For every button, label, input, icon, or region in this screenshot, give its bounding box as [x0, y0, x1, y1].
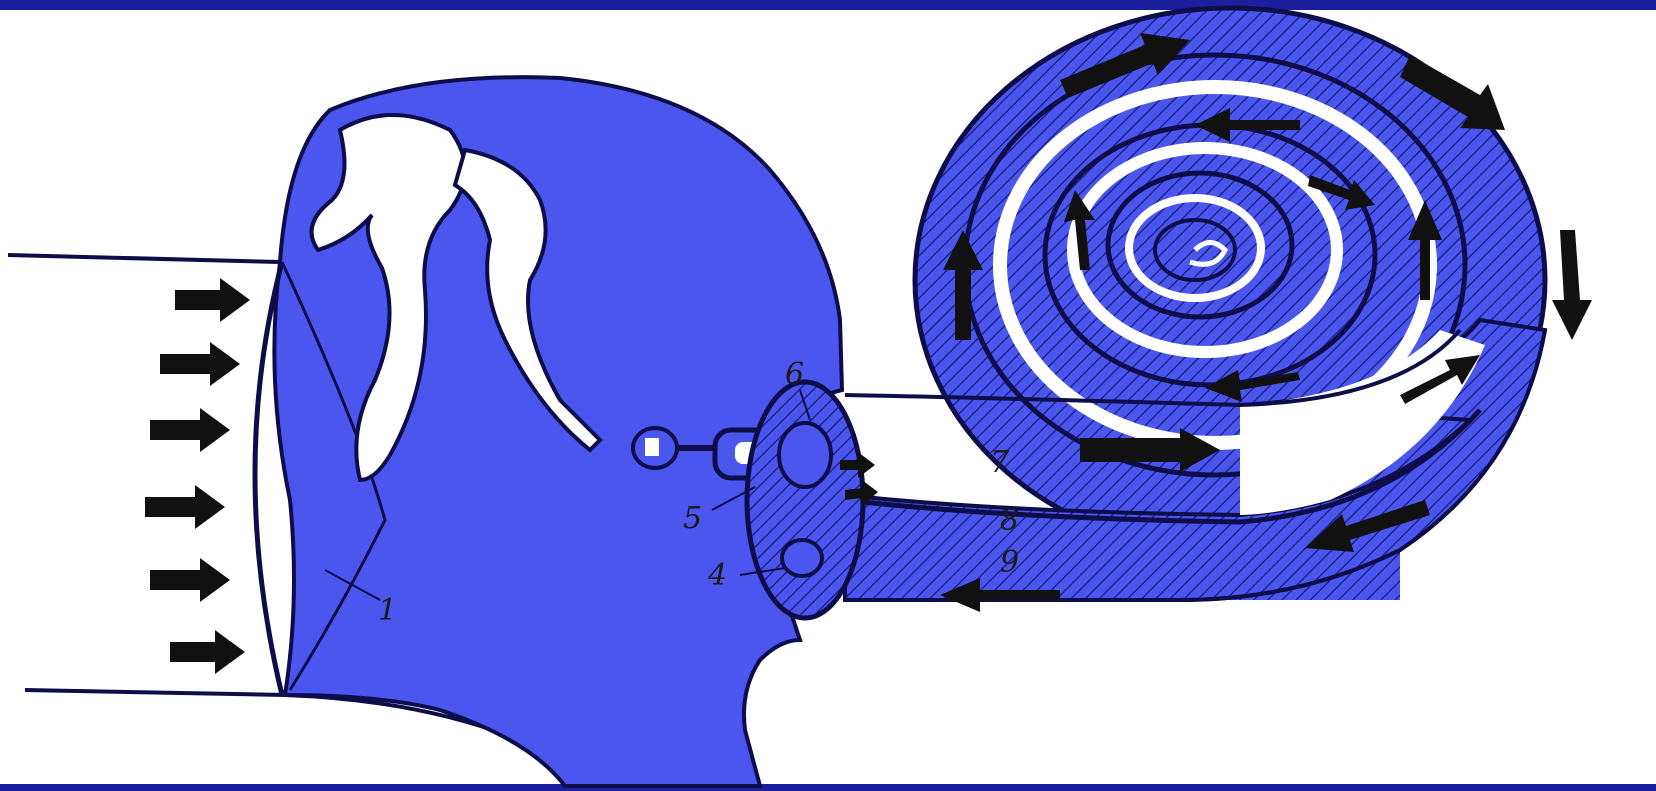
label-5: 5 — [683, 501, 702, 536]
top-frame-bar — [0, 0, 1656, 10]
oval-window — [779, 423, 831, 487]
sound-arrow — [175, 278, 250, 322]
sound-arrow — [150, 408, 230, 452]
sound-arrow — [160, 342, 240, 386]
round-window — [782, 540, 822, 576]
incoming-sound-arrows — [145, 278, 250, 674]
label-9: 9 — [1000, 545, 1019, 580]
label-7: 7 — [990, 445, 1010, 480]
label-4: 4 — [707, 558, 727, 593]
sound-arrow — [170, 630, 245, 674]
cochlea-base — [747, 382, 863, 618]
sound-arrow — [145, 485, 225, 529]
bottom-frame-bar — [0, 784, 1656, 791]
label-6: 6 — [785, 357, 804, 392]
ear-canal-upper-wall — [8, 255, 280, 262]
label-1: 1 — [378, 593, 397, 628]
label-8: 8 — [1000, 503, 1019, 538]
sound-arrow — [150, 558, 230, 602]
flow-arrow — [1552, 230, 1592, 340]
